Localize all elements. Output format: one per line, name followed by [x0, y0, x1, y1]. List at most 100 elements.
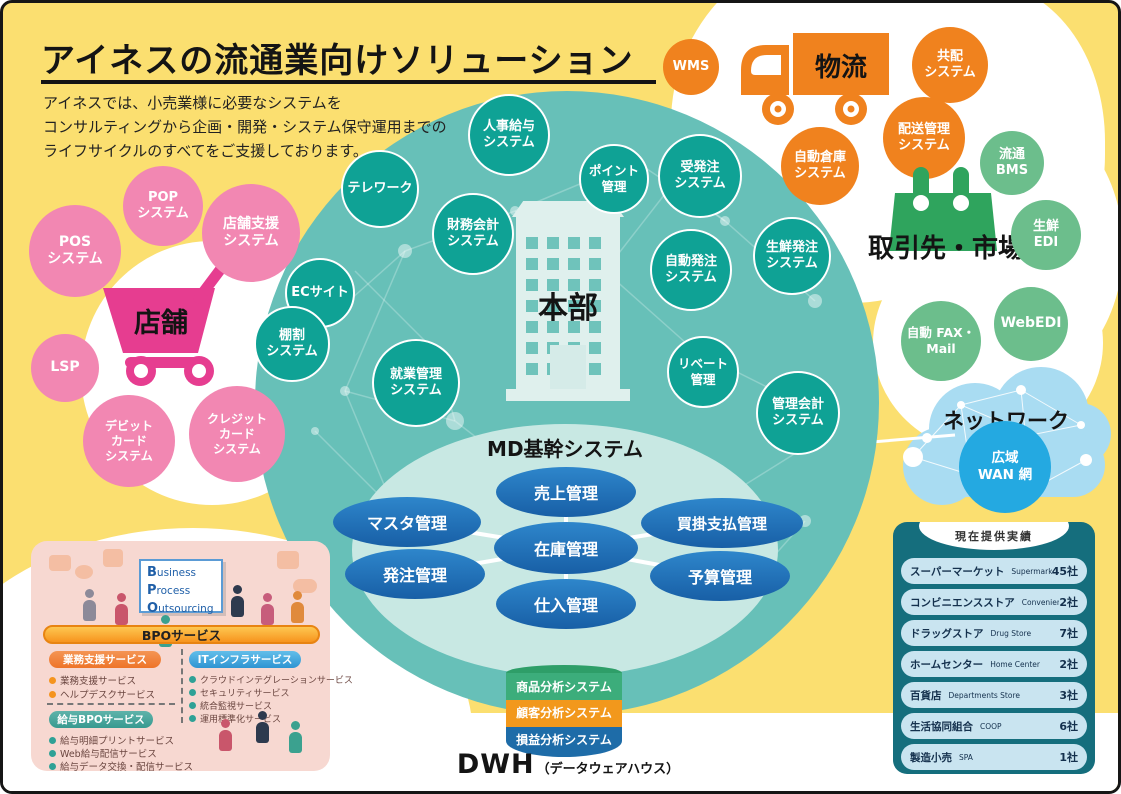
bpo-deco-icon [49, 555, 71, 571]
circle-hr-payroll: 人事給与 システム [468, 94, 550, 176]
bullet-icon [49, 736, 56, 744]
circle-lsp: LSP [31, 334, 99, 402]
row-count: 45社 [1051, 565, 1078, 578]
bpo-word-line: Process [147, 582, 215, 600]
bpo-item: ヘルプデスクサービス [49, 687, 155, 701]
bullet-icon [189, 702, 196, 709]
bpo-item: クラウドインテグレーションサービス [189, 673, 353, 686]
bpo-item-label: クラウドインテグレーションサービス [200, 676, 353, 686]
bpo-banner: BPOサービス [43, 625, 320, 644]
person-figure [291, 591, 304, 623]
circle-financial-accounting: 財務会計 システム [432, 193, 514, 275]
person-figure [115, 593, 128, 625]
bpo-panel: Business Process Outsourcing BPOサービス 業務支… [31, 541, 353, 773]
circle-fresh-ordering: 生鮮発注 システム [753, 217, 831, 295]
bpo-deco-icon [103, 549, 123, 567]
row-ja: コンビニエンスストア [910, 596, 1015, 609]
circle-wan: 広域 WAN 網 [959, 421, 1051, 513]
person-figure [261, 593, 274, 625]
circle-fresh-edi: 生鮮 EDI [1011, 200, 1081, 270]
bullet-icon [49, 762, 56, 770]
person-figure [256, 711, 269, 743]
bpo-item: 運用標準化サービス [189, 712, 281, 725]
truck-icon [741, 33, 889, 125]
row-en: Departments Store [948, 690, 1021, 700]
row-ja: 生活協同組合 [910, 720, 973, 733]
hq-label: 本部 [538, 291, 598, 326]
row-en: SPA [959, 752, 973, 762]
md-node-inventory: 在庫管理 [494, 522, 638, 574]
title-underline [41, 80, 656, 84]
circle-ryutsu-bms: 流通 BMS [980, 131, 1044, 195]
building-base [506, 389, 630, 401]
bpo-pill-it-infra: ITインフラサービス [189, 651, 301, 668]
dwh-label-row: DWH （データウェアハウス） [433, 749, 703, 780]
bpo-item-label: 給与明細プリントサービス [60, 736, 175, 747]
bpo-initial: P [147, 583, 157, 599]
person-figure [219, 719, 232, 751]
circle-management-accounting: 管理会計 システム [756, 371, 840, 455]
bpo-word-box: Business Process Outsourcing [139, 559, 223, 616]
row-en: Drug Store [990, 628, 1032, 638]
person-figure [83, 589, 96, 621]
circle-auto-warehouse: 自動倉庫 システム [781, 127, 859, 205]
bpo-item-label: 統合監視サービス [200, 702, 273, 712]
dwh-band-profit: 損益分析システム [506, 727, 622, 757]
bullet-icon [49, 749, 56, 757]
bullet-icon [189, 689, 196, 696]
circle-joint-delivery: 共配 システム [912, 27, 988, 103]
circle-wms: WMS [663, 39, 719, 95]
row-en: Convenience Store [1021, 597, 1060, 607]
bpo-item: Web給与配信サービス [49, 746, 157, 760]
bpo-pill-payroll: 給与BPOサービス [49, 711, 153, 728]
bpo-word-line: Business [147, 564, 215, 582]
bpo-item-label: 業務支援サービス [60, 676, 137, 687]
table-row: スーパーマーケットSupermarket45社 [901, 558, 1087, 584]
bullet-icon [189, 715, 196, 722]
circle-telework: テレワーク [341, 150, 419, 228]
table-row: 百貨店 Departments Store 3社 [901, 682, 1087, 708]
circle-auto-fax-mail: 自動 FAX・ Mail [901, 301, 981, 381]
bullet-icon [189, 676, 196, 683]
person-figure [289, 721, 302, 753]
building-body [516, 217, 620, 389]
bpo-item: セキュリティサービス [189, 686, 289, 699]
bpo-rest: usiness [156, 567, 197, 579]
bpo-deco-icon [75, 565, 93, 579]
dwh-label: DWH [456, 749, 535, 780]
row-en: Home Center [990, 659, 1040, 669]
row-count: 3社 [1059, 689, 1078, 702]
results-rows: スーパーマーケットSupermarket45社 コンビニエンスストア Conven… [901, 558, 1087, 774]
md-node-budget: 予算管理 [650, 551, 790, 601]
row-count: 7社 [1059, 627, 1078, 640]
dwh-band-product: 商品分析システム [506, 673, 622, 700]
bpo-item: 給与データ交換・配信サービス [49, 759, 193, 773]
circle-work-management: 就業管理 システム [372, 339, 460, 427]
bpo-item: 給与明細プリントサービス [49, 733, 174, 747]
md-node-purchase: 仕入管理 [496, 579, 636, 629]
row-en: COOP [980, 721, 1002, 731]
hq-building: 本部 [506, 201, 630, 401]
results-table: 現在提供実績 スーパーマーケットSupermarket45社 コンビニエンススト… [893, 522, 1095, 774]
bpo-initial: B [147, 565, 157, 580]
circle-rebate-management: リベート 管理 [667, 336, 739, 408]
md-node-ordering: 発注管理 [345, 549, 485, 599]
bpo-pill-business-support: 業務支援サービス [49, 651, 161, 668]
circle-delivery-management: 配送管理 システム [883, 97, 965, 179]
bpo-item-label: 給与データ交換・配信サービス [60, 762, 194, 773]
bpo-deco-icon [277, 551, 299, 569]
circle-pop-system: POP システム [123, 166, 203, 246]
circle-shelf-allocation: 棚割 システム [254, 306, 330, 382]
row-ja: 百貨店 [910, 689, 942, 702]
table-row: コンビニエンスストア Convenience Store2社 [901, 589, 1087, 615]
bpo-item-label: セキュリティサービス [200, 689, 290, 699]
circle-auto-ordering: 自動発注 システム [650, 229, 732, 311]
dwh-band-customer: 顧客分析システム [506, 700, 622, 727]
results-header: 現在提供実績 [955, 530, 1033, 543]
row-count: 2社 [1059, 596, 1078, 609]
row-ja: ホームセンター [910, 658, 984, 671]
